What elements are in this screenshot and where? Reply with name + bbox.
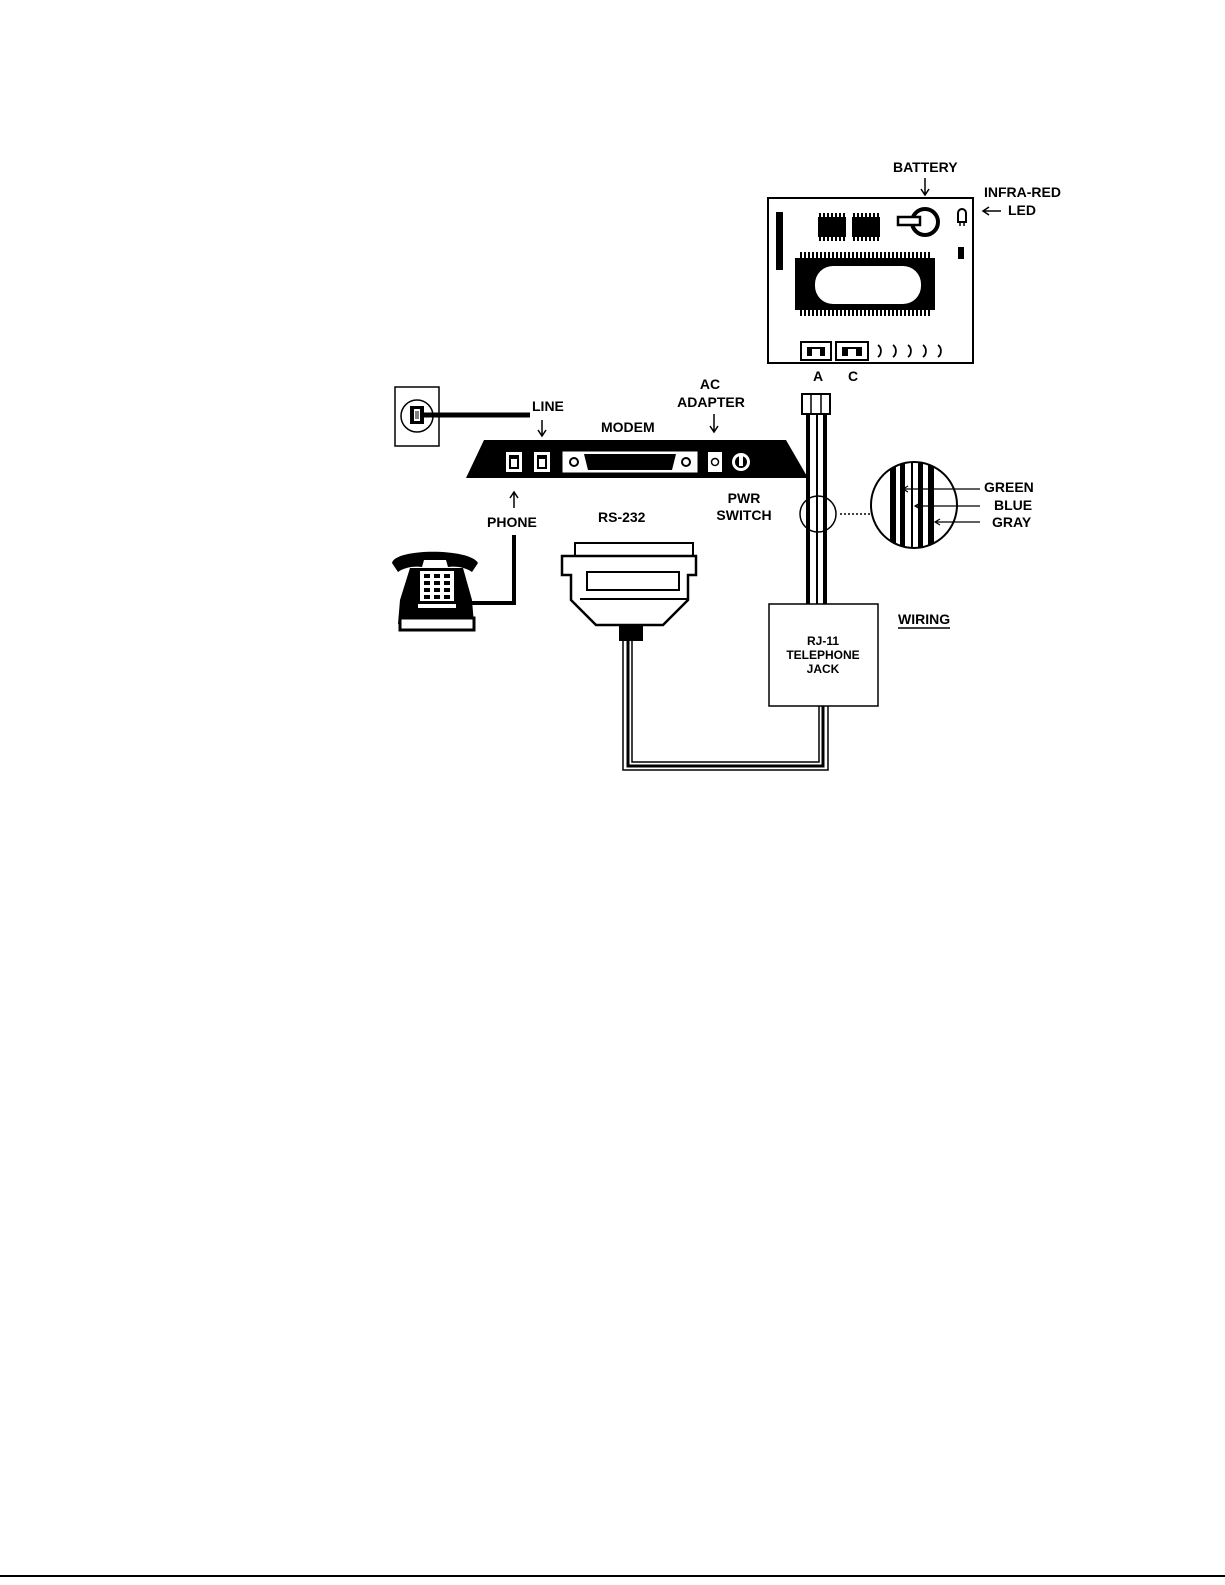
main-ic <box>795 252 935 316</box>
jack-label-line3: JACK <box>807 662 840 676</box>
connector-a <box>801 342 831 360</box>
chip-left <box>818 213 846 241</box>
rs232-connector <box>562 543 696 641</box>
circuit-board <box>768 198 973 363</box>
connector-a-label: A <box>813 368 823 384</box>
connector-c-label: C <box>848 368 858 384</box>
jack-label-line1: RJ-11 <box>807 634 839 648</box>
phone-arrow <box>510 492 518 508</box>
pwr-switch-label-line2: SWITCH <box>716 507 771 523</box>
modem-body <box>466 440 808 478</box>
page-bottom-rule <box>0 1575 1225 1577</box>
ac-adapter-label-line2: ADAPTER <box>677 394 745 410</box>
ac-adapter-port <box>707 451 723 473</box>
modem-label: MODEM <box>601 419 655 435</box>
battery-label: BATTERY <box>893 159 958 175</box>
infrared-arrow <box>983 207 1001 215</box>
infrared-label-line1: INFRA-RED <box>984 184 1061 200</box>
infrared-label-line2: LED <box>1008 202 1036 218</box>
rs232-label: RS-232 <box>598 509 646 525</box>
line-label: LINE <box>532 398 564 414</box>
phone-cable <box>468 535 514 603</box>
serial-port <box>562 451 698 473</box>
board-cable <box>802 394 830 604</box>
gray-wire-label: GRAY <box>992 514 1032 530</box>
pwr-switch-label-line1: PWR <box>728 490 761 506</box>
phone-label: PHONE <box>487 514 537 530</box>
line-arrow <box>538 420 546 436</box>
telephone-icon <box>392 552 478 630</box>
phone-jack-port <box>505 451 523 473</box>
jack-label-line2: TELEPHONE <box>786 648 859 662</box>
blue-wire-label: BLUE <box>994 497 1032 513</box>
chip-right <box>852 213 880 241</box>
ac-adapter-arrow <box>710 414 718 432</box>
connector-c <box>836 342 868 360</box>
line-jack-port <box>533 451 551 473</box>
battery-arrow <box>921 178 929 195</box>
wiring-label: WIRING <box>898 611 950 627</box>
green-wire-label: GREEN <box>984 479 1034 495</box>
wire-color-detail <box>871 455 980 555</box>
ac-adapter-label-line1: AC <box>700 376 720 392</box>
power-switch-icon <box>732 453 750 471</box>
